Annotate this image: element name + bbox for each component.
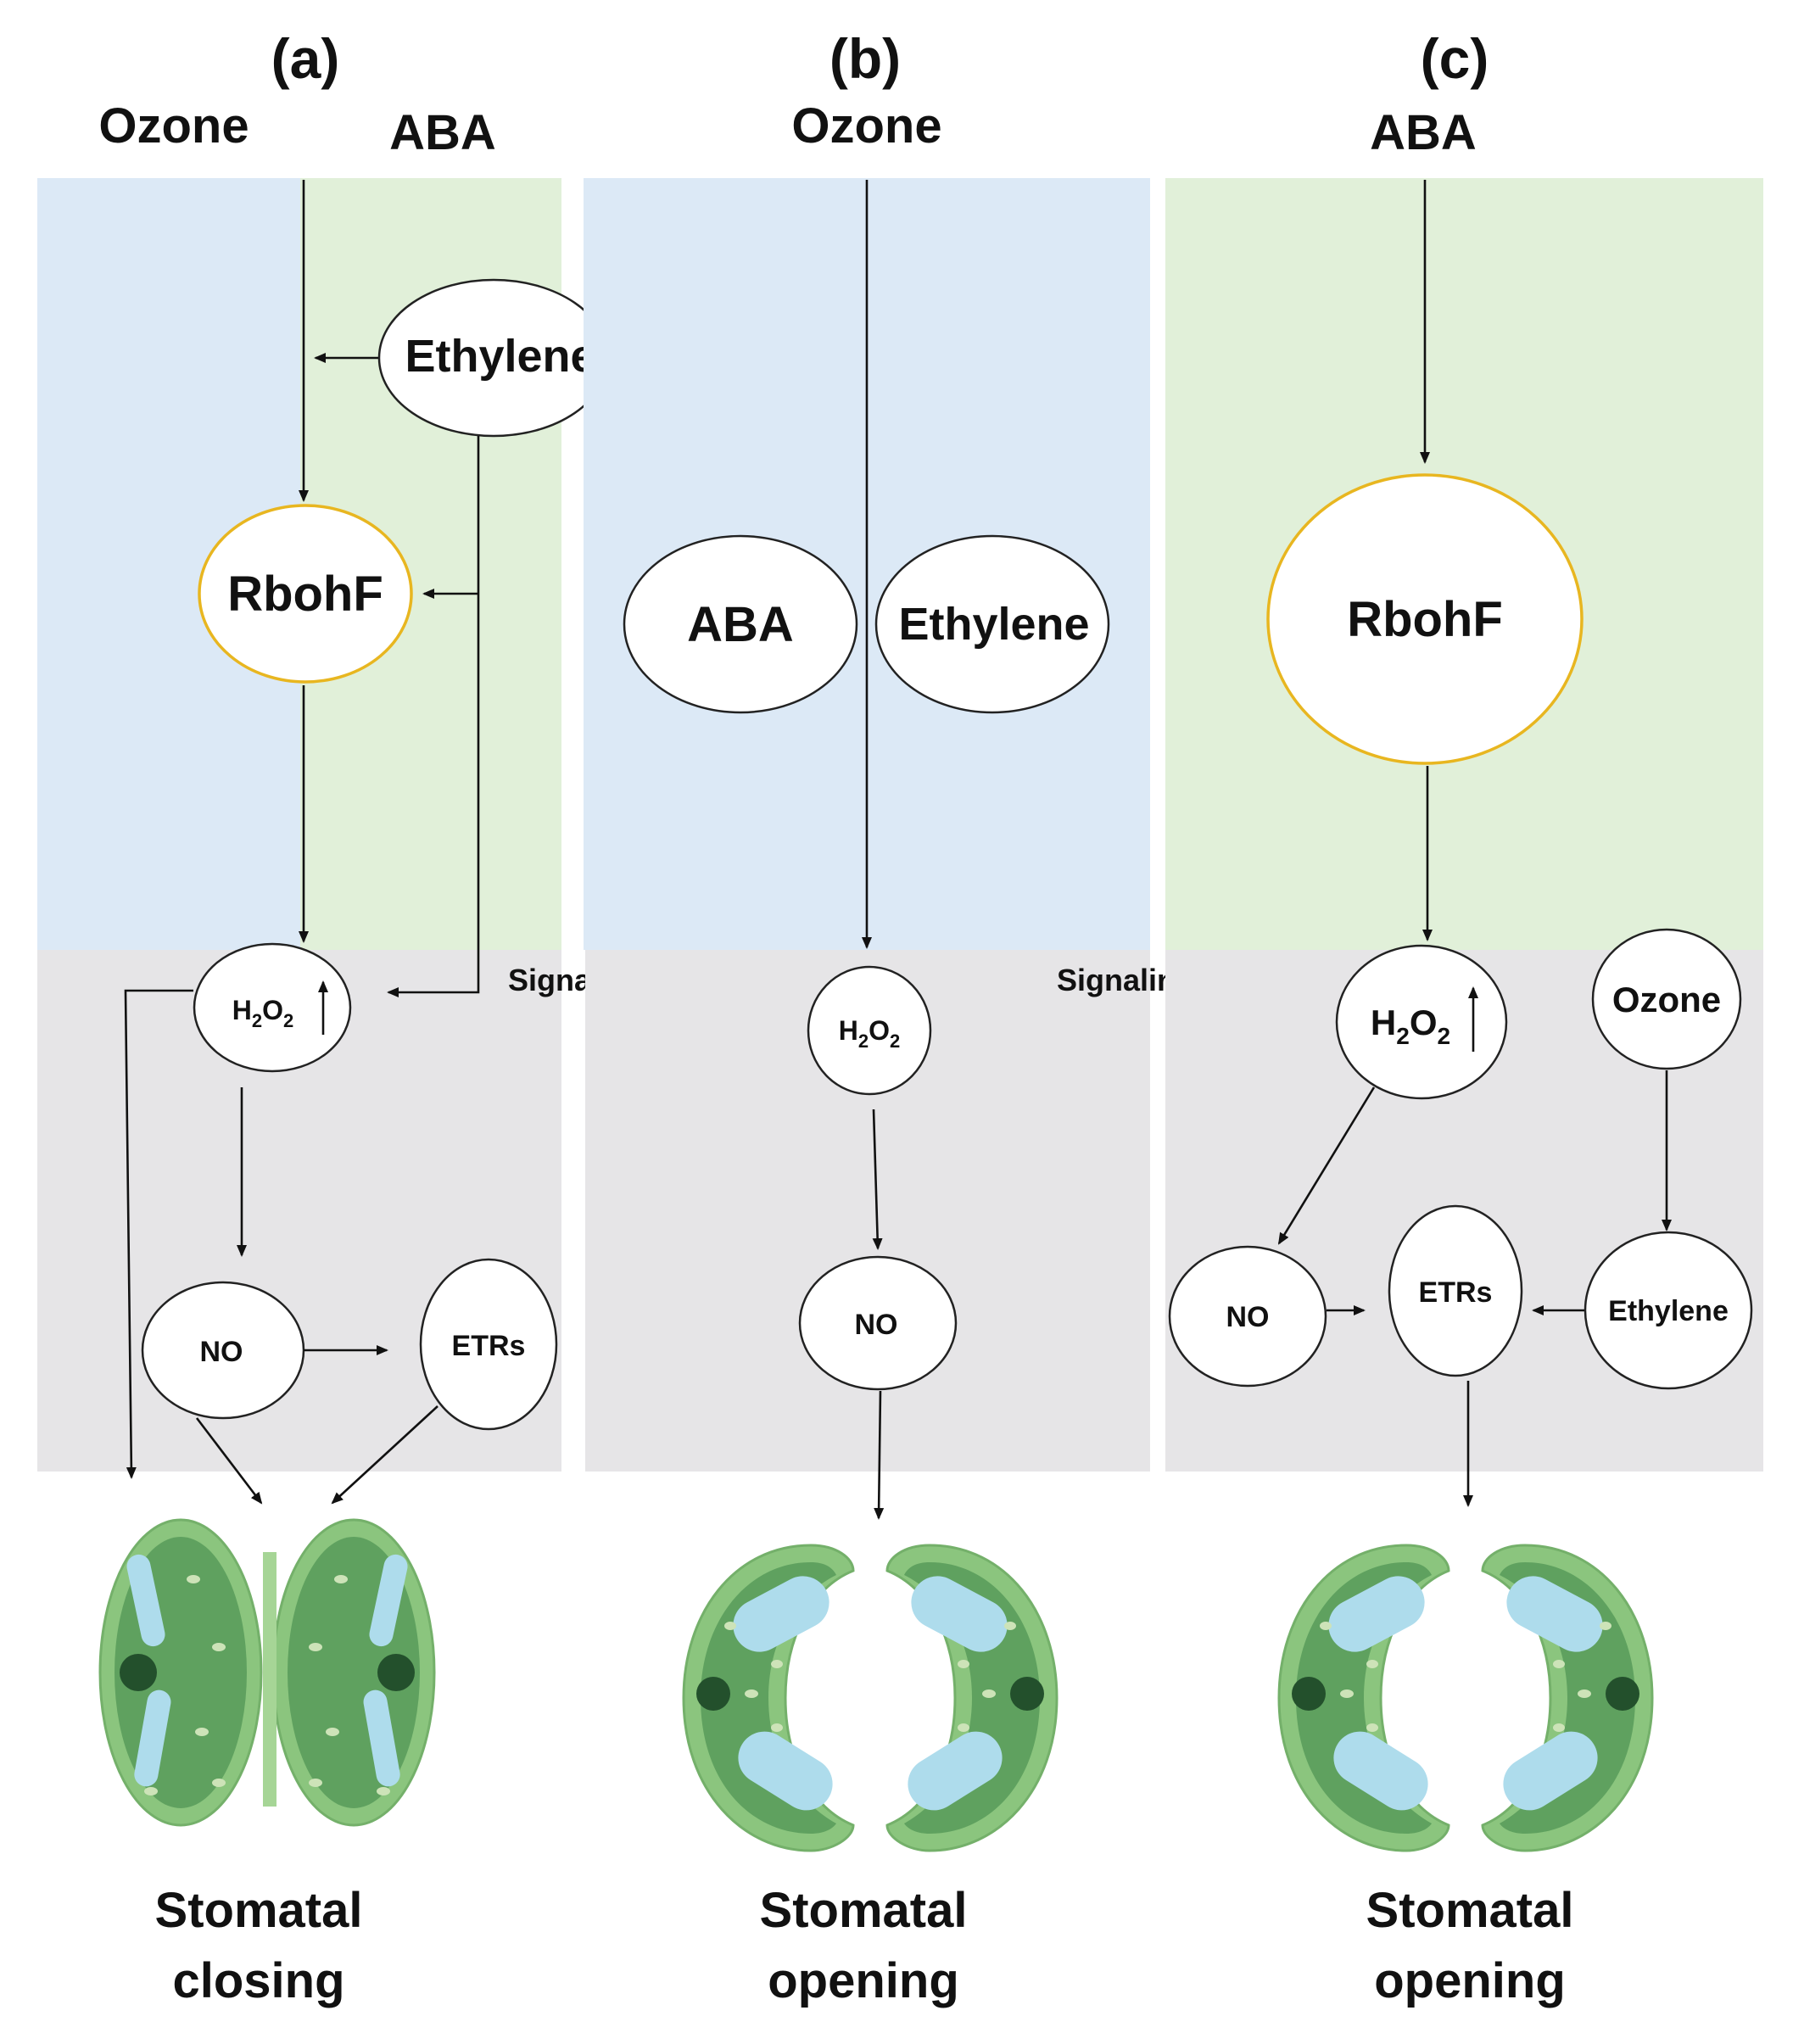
panel-c-arrow-h2o2-to-no: [1277, 1086, 1376, 1245]
panel-a: (a) Ozone ABA Ethylene RbohF H2O2 Signal…: [37, 27, 645, 2008]
panel-a-h2o2-label: H2O2: [232, 995, 294, 1031]
panel-b-outcome-line1: Stomatal: [760, 1883, 968, 1938]
panel-b: (b) Ozone ABA Ethylene H2O2 Signaling NO…: [584, 27, 1194, 2008]
panel-c-h2o2-label: H2O2: [1371, 1002, 1450, 1049]
panel-b-ethylene-node: [874, 534, 1110, 714]
panel-c-rbohf-node: [1266, 473, 1584, 765]
panel-a-input-ozone: Ozone: [98, 98, 249, 154]
panel-a-outcome-line1: Stomatal: [155, 1883, 363, 1938]
panel-c: (c) ABA RbohF H2O2 Ozone NO ETRs Ethylen…: [1165, 27, 1763, 2008]
panel-a-arrow-h2o2-to-stomata: [124, 989, 193, 1479]
panel-a-etrs-label: ETRs: [452, 1330, 526, 1362]
closed-stomata-icon: [98, 1518, 436, 1827]
panel-c-etrs-node: [1388, 1204, 1523, 1377]
panel-c-ethylene-node: [1584, 1231, 1753, 1390]
panel-b-input-ozone: Ozone: [791, 98, 941, 154]
panel-a-ethylene-label: Ethylene: [405, 331, 595, 382]
panel-b-ethylene-label: Ethylene: [898, 599, 1089, 650]
panel-c-etrs-label: ETRs: [1419, 1276, 1493, 1309]
panel-c-letter: (c): [1421, 27, 1489, 90]
open-stomata-icon-c: [1277, 1544, 1654, 1852]
panel-a-letter: (a): [271, 27, 340, 90]
panel-a-rbohf-node: [198, 504, 413, 684]
panel-b-arrow-h2o2-to-no: [872, 1109, 883, 1250]
panel-c-outcome-line1: Stomatal: [1366, 1883, 1574, 1938]
panel-a-arrow-etrs-to-stomata: [331, 1405, 438, 1505]
panel-c-ethylene-label: Ethylene: [1608, 1295, 1729, 1327]
panel-c-outcome-line2: opening: [1374, 1953, 1566, 2008]
panel-a-input-aba: ABA: [389, 105, 496, 160]
panel-b-no-node: [798, 1255, 958, 1391]
panel-b-h2o2-label: H2O2: [839, 1015, 901, 1052]
panel-c-h2o2-node: [1335, 944, 1508, 1100]
panel-c-no-label: NO: [1226, 1301, 1270, 1333]
panel-b-no-label: NO: [855, 1309, 898, 1341]
panel-b-arrow-no-to-stomata: [874, 1390, 885, 1520]
panel-b-aba-node: [623, 534, 858, 714]
panel-a-arrow-no-to-stomata: [195, 1417, 263, 1505]
panel-c-rbohf-label: RbohF: [1347, 592, 1503, 647]
panel-c-no-node: [1168, 1245, 1327, 1388]
panel-a-no-label: NO: [200, 1336, 243, 1368]
panel-b-aba-label: ABA: [687, 597, 794, 652]
panel-a-etrs-node: [419, 1258, 558, 1431]
panel-a-outcome-line2: closing: [172, 1953, 344, 2008]
panel-b-h2o2-node: [807, 965, 932, 1096]
panel-c-ozone-node: [1591, 928, 1742, 1070]
panel-a-rbohf-label: RbohF: [227, 567, 383, 622]
panel-a-h2o2-node: [193, 942, 352, 1073]
panel-b-outcome-line2: opening: [768, 1953, 959, 2008]
panel-a-arrow-ethylene-line: [387, 436, 480, 997]
panel-c-input-aba: ABA: [1370, 105, 1477, 160]
open-stomata-icon: [682, 1544, 1058, 1852]
panel-c-ozone-label: Ozone: [1612, 980, 1721, 1019]
panel-b-letter: (b): [829, 27, 901, 90]
